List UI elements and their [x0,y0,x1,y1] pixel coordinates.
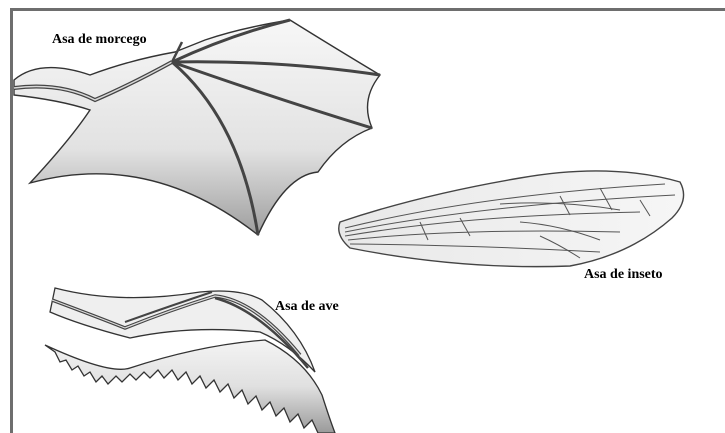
bat-wing-label: Asa de morcego [52,32,147,48]
insect-wing-membrane [339,171,684,267]
bird-wing-feathers [45,340,335,433]
insect-wing-label: Asa de inseto [584,267,663,283]
bat-wing [14,20,380,235]
bird-wing-label: Asa de ave [275,299,339,315]
insect-wing [339,171,684,267]
